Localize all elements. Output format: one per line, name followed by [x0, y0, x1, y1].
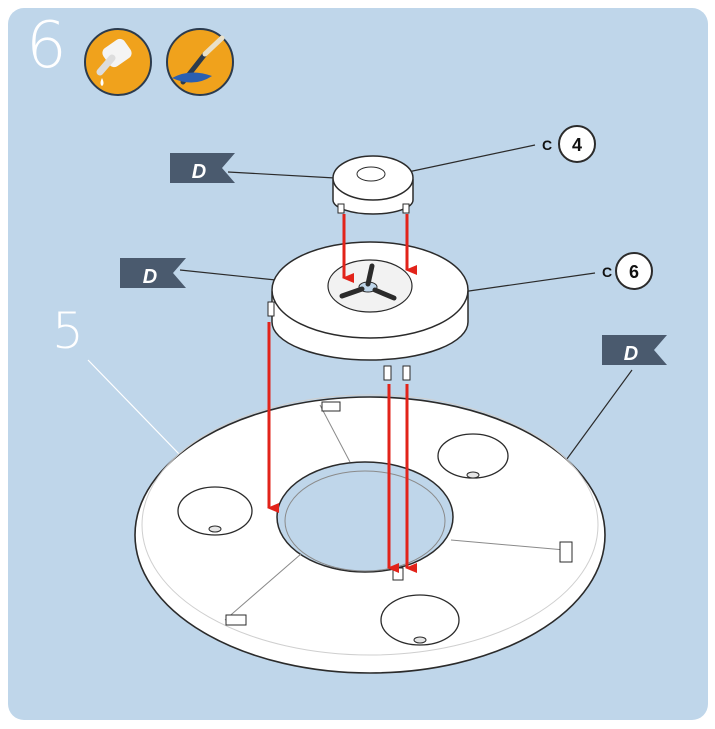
paint-brush-icon — [166, 28, 234, 96]
middle-disc-part — [267, 241, 469, 381]
part-number-label: 5 — [52, 302, 84, 360]
decal-letter: D — [143, 266, 157, 288]
glue-bottle-icon — [84, 28, 152, 96]
callout-prefix: C — [542, 137, 552, 153]
base-ring-part — [134, 394, 606, 674]
decal-flag-middle: D — [120, 258, 186, 288]
step-number: 6 — [26, 9, 67, 83]
decal-letter: D — [192, 161, 206, 183]
leader-lines — [179, 144, 633, 464]
part-5-leader — [87, 359, 181, 456]
decal-flag-top: D — [170, 153, 235, 183]
callout-c6: C 6 — [602, 252, 653, 290]
callout-prefix: C — [602, 264, 612, 280]
callout-number: 4 — [572, 135, 582, 155]
top-cap-part — [332, 155, 414, 215]
decal-flag-base: D — [602, 335, 667, 365]
callout-c4: C 4 — [542, 125, 596, 163]
decal-letter: D — [624, 343, 638, 365]
callout-number: 6 — [629, 262, 639, 282]
assembly-arrows — [267, 214, 417, 573]
